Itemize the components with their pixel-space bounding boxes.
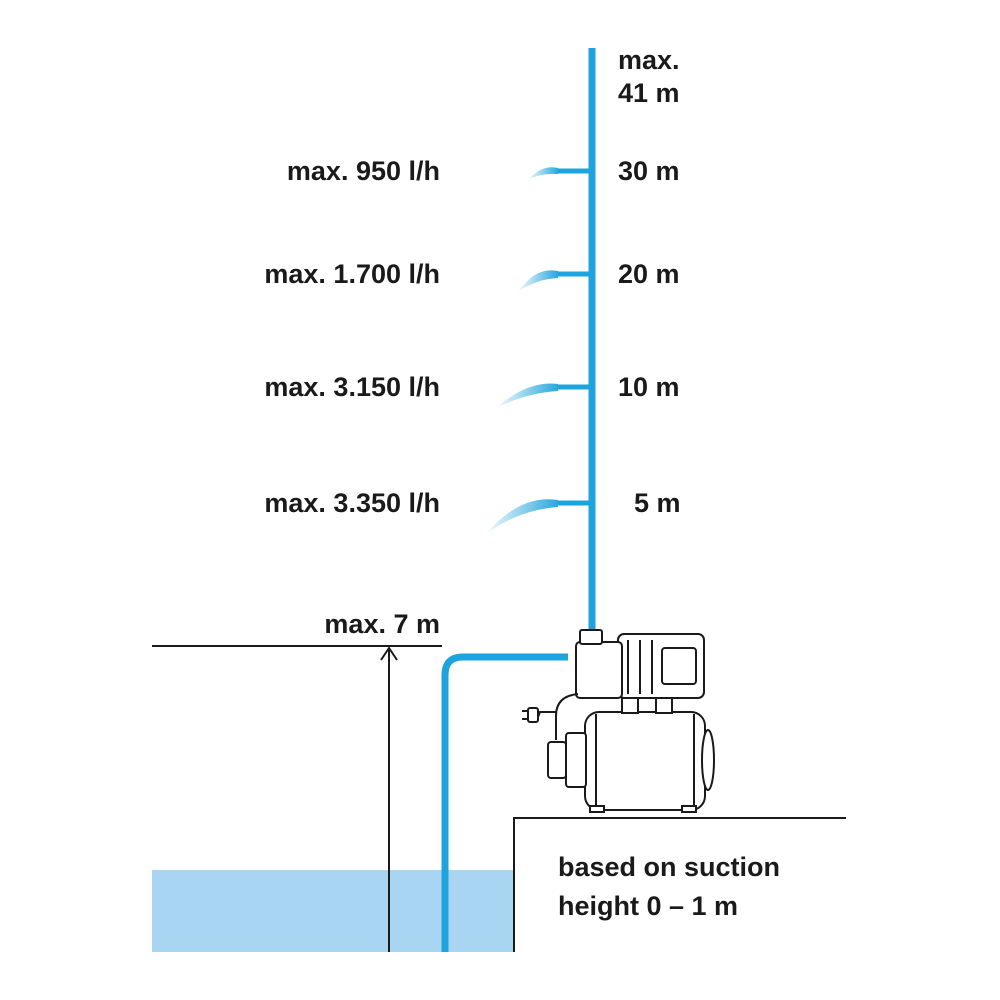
head-label-5m: 5 m [634, 488, 681, 518]
max-head-line2: 41 m [618, 78, 680, 108]
pump-unit [522, 629, 715, 813]
water-spray-10m [496, 383, 558, 408]
ground-platform-outline [513, 817, 846, 952]
water-spray-20m [518, 270, 558, 292]
max-head-line1: max. [618, 45, 680, 75]
max-head-label: max. 41 m [618, 44, 680, 110]
suction-height-arrow [380, 646, 398, 952]
water-reservoir [152, 870, 514, 952]
flow-label-10m: max. 3.150 l/h [264, 372, 440, 402]
suction-height-label: max. 7 m [324, 609, 440, 639]
head-label-10m: 10 m [618, 372, 680, 402]
flow-label-20m: max. 1.700 l/h [264, 259, 440, 289]
suction-note-line2: height 0 – 1 m [558, 891, 739, 921]
flow-label-5m: max. 3.350 l/h [264, 488, 440, 518]
water-spray-30m [528, 167, 558, 180]
head-label-30m: 30 m [618, 156, 680, 186]
flow-label-30m: max. 950 l/h [286, 156, 440, 186]
suction-note-line1: based on suction [558, 852, 781, 882]
suction-pipe [441, 653, 568, 952]
head-label-20m: 20 m [618, 259, 680, 289]
outlet-ticks [558, 168, 592, 506]
pressure-tank [584, 711, 706, 811]
water-spray-5m [486, 499, 558, 534]
suction-note: based on suction height 0 – 1 m [558, 848, 780, 926]
